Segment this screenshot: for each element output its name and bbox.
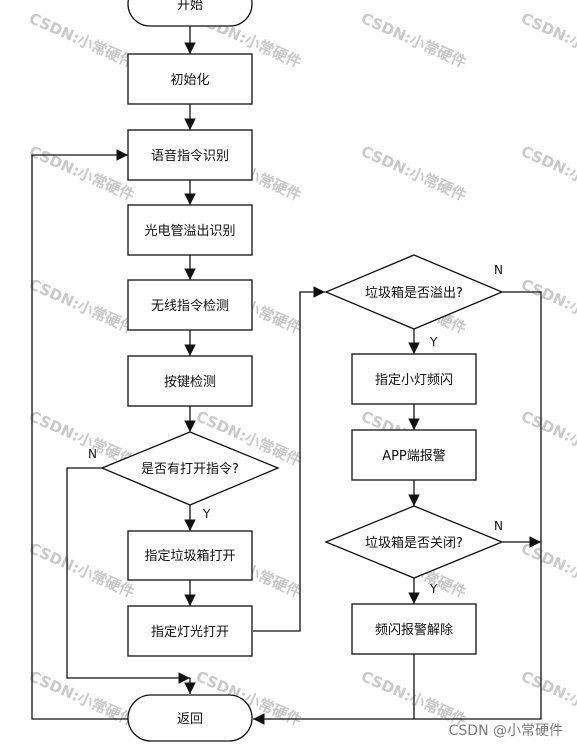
open-cmd-decision xyxy=(100,431,280,506)
bin-closed-decision xyxy=(324,505,504,579)
edge-return-loop-voice xyxy=(31,149,128,720)
nodes xyxy=(100,0,504,742)
app-alarm-label: APP端报警 xyxy=(382,448,446,464)
open-light-label: 指定灯光打开 xyxy=(151,625,229,640)
edge-right-to-return xyxy=(253,543,542,725)
watermark: CSDN:小常硬件 xyxy=(26,9,137,71)
clear-alarm-box xyxy=(351,603,477,655)
init-box xyxy=(127,53,253,105)
init-label: 初始化 xyxy=(170,73,209,88)
wireless-box xyxy=(127,279,253,331)
return-label: 返回 xyxy=(177,712,203,727)
voice-box xyxy=(127,129,253,181)
voice-label: 语音指令识别 xyxy=(151,148,229,164)
start-label: 开始 xyxy=(177,0,203,13)
watermark: CSDN:小常硬件 xyxy=(26,667,137,729)
edge-decision-no-return xyxy=(66,467,190,684)
return-terminal xyxy=(127,694,253,742)
watermark: CSDN:小常硬件 xyxy=(358,142,469,204)
watermark: CSDN:小常硬件 xyxy=(518,539,577,601)
app-alarm-box xyxy=(351,429,477,481)
open-light-box xyxy=(127,605,253,657)
open-cmd-yes-label: Y xyxy=(202,507,211,521)
watermark: CSDN:小常硬件 xyxy=(26,539,137,601)
open-bin-box xyxy=(127,530,253,581)
button-box xyxy=(127,355,253,407)
watermark: CSDN:小常硬件 xyxy=(518,275,577,337)
watermark: CSDN:小常硬件 xyxy=(518,142,577,204)
wireless-label: 无线指令检测 xyxy=(151,299,229,314)
clear-alarm-label: 频闪报警解除 xyxy=(375,622,453,638)
watermark: CSDN:小常硬件 xyxy=(26,275,137,337)
blink-led-box xyxy=(351,353,477,405)
open-cmd-label: 是否有打开指令? xyxy=(141,462,239,477)
bin-closed-label: 垃圾箱是否关闭? xyxy=(365,535,463,551)
open-cmd-no-label: N xyxy=(88,447,97,461)
bin-full-decision xyxy=(324,254,504,330)
node-labels: 开始 初始化 语音指令识别 光电管溢出识别 无线指令检测 按键检测 是否有打开指… xyxy=(141,0,463,727)
overflow-detect-box xyxy=(127,204,253,256)
watermark-layer: CSDN:小常硬件 CSDN:小常硬件 CSDN:小常硬件 CSDN:小常硬件 … xyxy=(26,9,577,729)
footer-credit: CSDN @小常硬件 xyxy=(448,723,563,739)
bin-closed-yes-label: Y xyxy=(429,582,438,596)
edge-openlight-binfull xyxy=(253,286,325,632)
edge-binfull-no xyxy=(502,291,542,543)
button-label: 按键检测 xyxy=(164,375,216,390)
watermark: CSDN:小常硬件 xyxy=(518,9,577,71)
connectors xyxy=(31,26,542,725)
start-terminal xyxy=(127,0,253,27)
overflow-detect-label: 光电管溢出识别 xyxy=(144,224,235,239)
bin-full-no-label: N xyxy=(494,263,503,277)
branch-labels: Y N Y N Y N xyxy=(88,263,503,596)
watermark: CSDN:小常硬件 xyxy=(26,142,137,204)
open-bin-label: 指定垃圾箱打开 xyxy=(144,548,235,564)
blink-led-label: 指定小灯频闪 xyxy=(375,373,453,388)
bin-full-label: 垃圾箱是否溢出? xyxy=(365,285,463,301)
watermark: CSDN:小常硬件 xyxy=(358,9,469,71)
bin-closed-no-label: N xyxy=(494,519,503,533)
bin-full-yes-label: Y xyxy=(429,335,438,349)
watermark: CSDN:小常硬件 xyxy=(518,407,577,469)
